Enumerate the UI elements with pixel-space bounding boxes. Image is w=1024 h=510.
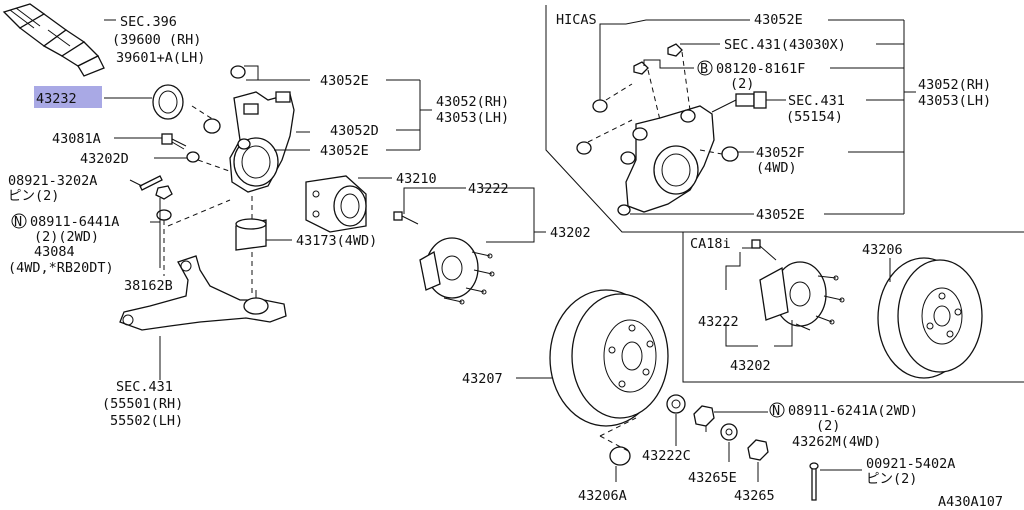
label-ca18-43206[interactable]: 43206 [862, 242, 903, 258]
circle-n-marker-2 [769, 402, 785, 418]
label-43265[interactable]: 43265 [734, 488, 775, 504]
label-hicas-43052e-top[interactable]: 43052E [754, 12, 803, 28]
circle-b-letter: B [700, 61, 708, 77]
hicas-frame [545, 5, 1024, 233]
ca18-hub-bolt [751, 239, 777, 261]
hicas-bushing-3 [721, 146, 739, 162]
ca18-axle-hub [759, 261, 845, 331]
label-4wd-rb20dt: (4WD,*RB20DT) [8, 260, 114, 276]
selected-part-highlight[interactable] [34, 86, 102, 108]
label-38162b[interactable]: 38162B [124, 278, 173, 294]
bushing-43173 [235, 218, 267, 251]
cap-43206a [609, 446, 631, 466]
hicas-knuckle [617, 105, 715, 216]
washer-08911 [156, 209, 172, 221]
label-sec431-left: SEC.431 [116, 379, 173, 395]
label-43053-lh[interactable]: 43053(LH) [436, 110, 509, 126]
label-hicas-sec431-43030x: SEC.431(43030X) [724, 37, 846, 53]
drive-shaft [2, 3, 105, 77]
label-43207[interactable]: 43207 [462, 371, 503, 387]
label-00921[interactable]: 00921-5402A [866, 456, 955, 472]
label-43052-rh[interactable]: 43052(RH) [436, 94, 509, 110]
label-43052e-1[interactable]: 43052E [320, 73, 369, 89]
split-pin-08921 [139, 175, 163, 191]
washer-43265e [720, 423, 738, 441]
oil-seal [152, 84, 184, 120]
label-08911-6441a[interactable]: 08911-6441A [30, 214, 119, 230]
ca18-brake-drum-43206 [877, 257, 983, 379]
figure-code: A430A107 [938, 494, 1003, 510]
label-43262m[interactable]: 43262M(4WD) [792, 434, 881, 450]
circle-n-letter-1: N [14, 214, 22, 230]
label-39600: (39600 (RH) [112, 32, 201, 48]
label-43084[interactable]: 43084 [34, 244, 75, 260]
label-08921[interactable]: 08921-3202A [8, 173, 97, 189]
circle-n-marker-1 [11, 213, 27, 229]
bolt-43081a [161, 133, 187, 150]
label-39601: 39601+A(LH) [116, 50, 205, 66]
label-43052d[interactable]: 43052D [330, 123, 379, 139]
label-55501: (55501(RH) [102, 396, 183, 412]
label-43232[interactable]: 43232 [36, 91, 77, 107]
label-hicas-43053-lh[interactable]: 43053(LH) [918, 93, 991, 109]
label-hicas-4wd: (4WD) [756, 160, 797, 176]
label-43222[interactable]: 43222 [468, 181, 509, 197]
washer-43222c [666, 394, 686, 414]
hicas-bushing-1 [592, 99, 608, 113]
label-hicas-43052f[interactable]: 43052F [756, 145, 805, 161]
hub-nut-43262m [693, 405, 715, 427]
hicas-title: HICAS [556, 12, 597, 28]
label-pin2b: ピン(2) [866, 471, 917, 487]
hicas-nut-2 [633, 61, 649, 75]
split-pin-00921 [811, 465, 817, 501]
rear-axle-knuckle [203, 65, 295, 193]
label-43052e-2[interactable]: 43052E [320, 143, 369, 159]
label-43173[interactable]: 43173(4WD) [296, 233, 377, 249]
hub-bolt-43222 [393, 211, 419, 225]
ca18-frame [682, 232, 1024, 383]
label-43206a[interactable]: 43206A [578, 488, 627, 504]
label-6241-qty: (2) [816, 418, 840, 434]
label-ca18-43222[interactable]: 43222 [698, 314, 739, 330]
label-pin2a: ピン(2) [8, 188, 59, 204]
label-hicas-08120[interactable]: 08120-8161F [716, 61, 805, 77]
ca18-title: CA18i [690, 236, 731, 252]
label-sec396: SEC.396 [120, 14, 177, 30]
label-ca18-43202[interactable]: 43202 [730, 358, 771, 374]
lower-link-arm [119, 255, 287, 331]
hub-bearing-43210 [305, 175, 367, 233]
label-hicas-43052e-bot[interactable]: 43052E [756, 207, 805, 223]
label-43202[interactable]: 43202 [550, 225, 591, 241]
label-hicas-55154: (55154) [786, 109, 843, 125]
brake-rotor-43207 [549, 289, 669, 427]
castle-nut [155, 185, 173, 200]
label-hicas-sec431: SEC.431 [788, 93, 845, 109]
label-43265e[interactable]: 43265E [688, 470, 737, 486]
label-hicas-08120-qty: (2) [730, 76, 754, 92]
label-2-2wd: (2)(2WD) [34, 229, 99, 245]
label-55502: 55502(LH) [110, 413, 183, 429]
lock-nut-43265 [747, 439, 769, 461]
hicas-bushing-2 [576, 141, 592, 155]
circle-b-marker [697, 60, 713, 76]
circle-n-letter-2: N [772, 403, 780, 419]
hicas-nut-1 [667, 43, 683, 57]
label-43202d[interactable]: 43202D [80, 151, 129, 167]
label-43081a[interactable]: 43081A [52, 131, 101, 147]
axle-hub-43202 [419, 237, 495, 305]
label-43210[interactable]: 43210 [396, 171, 437, 187]
label-hicas-43052-rh[interactable]: 43052(RH) [918, 77, 991, 93]
hicas-actuator-55154 [711, 91, 767, 113]
label-43222c[interactable]: 43222C [642, 448, 691, 464]
label-08911-6241a[interactable]: 08911-6241A(2WD) [788, 403, 918, 419]
washer-43202d [186, 151, 200, 163]
